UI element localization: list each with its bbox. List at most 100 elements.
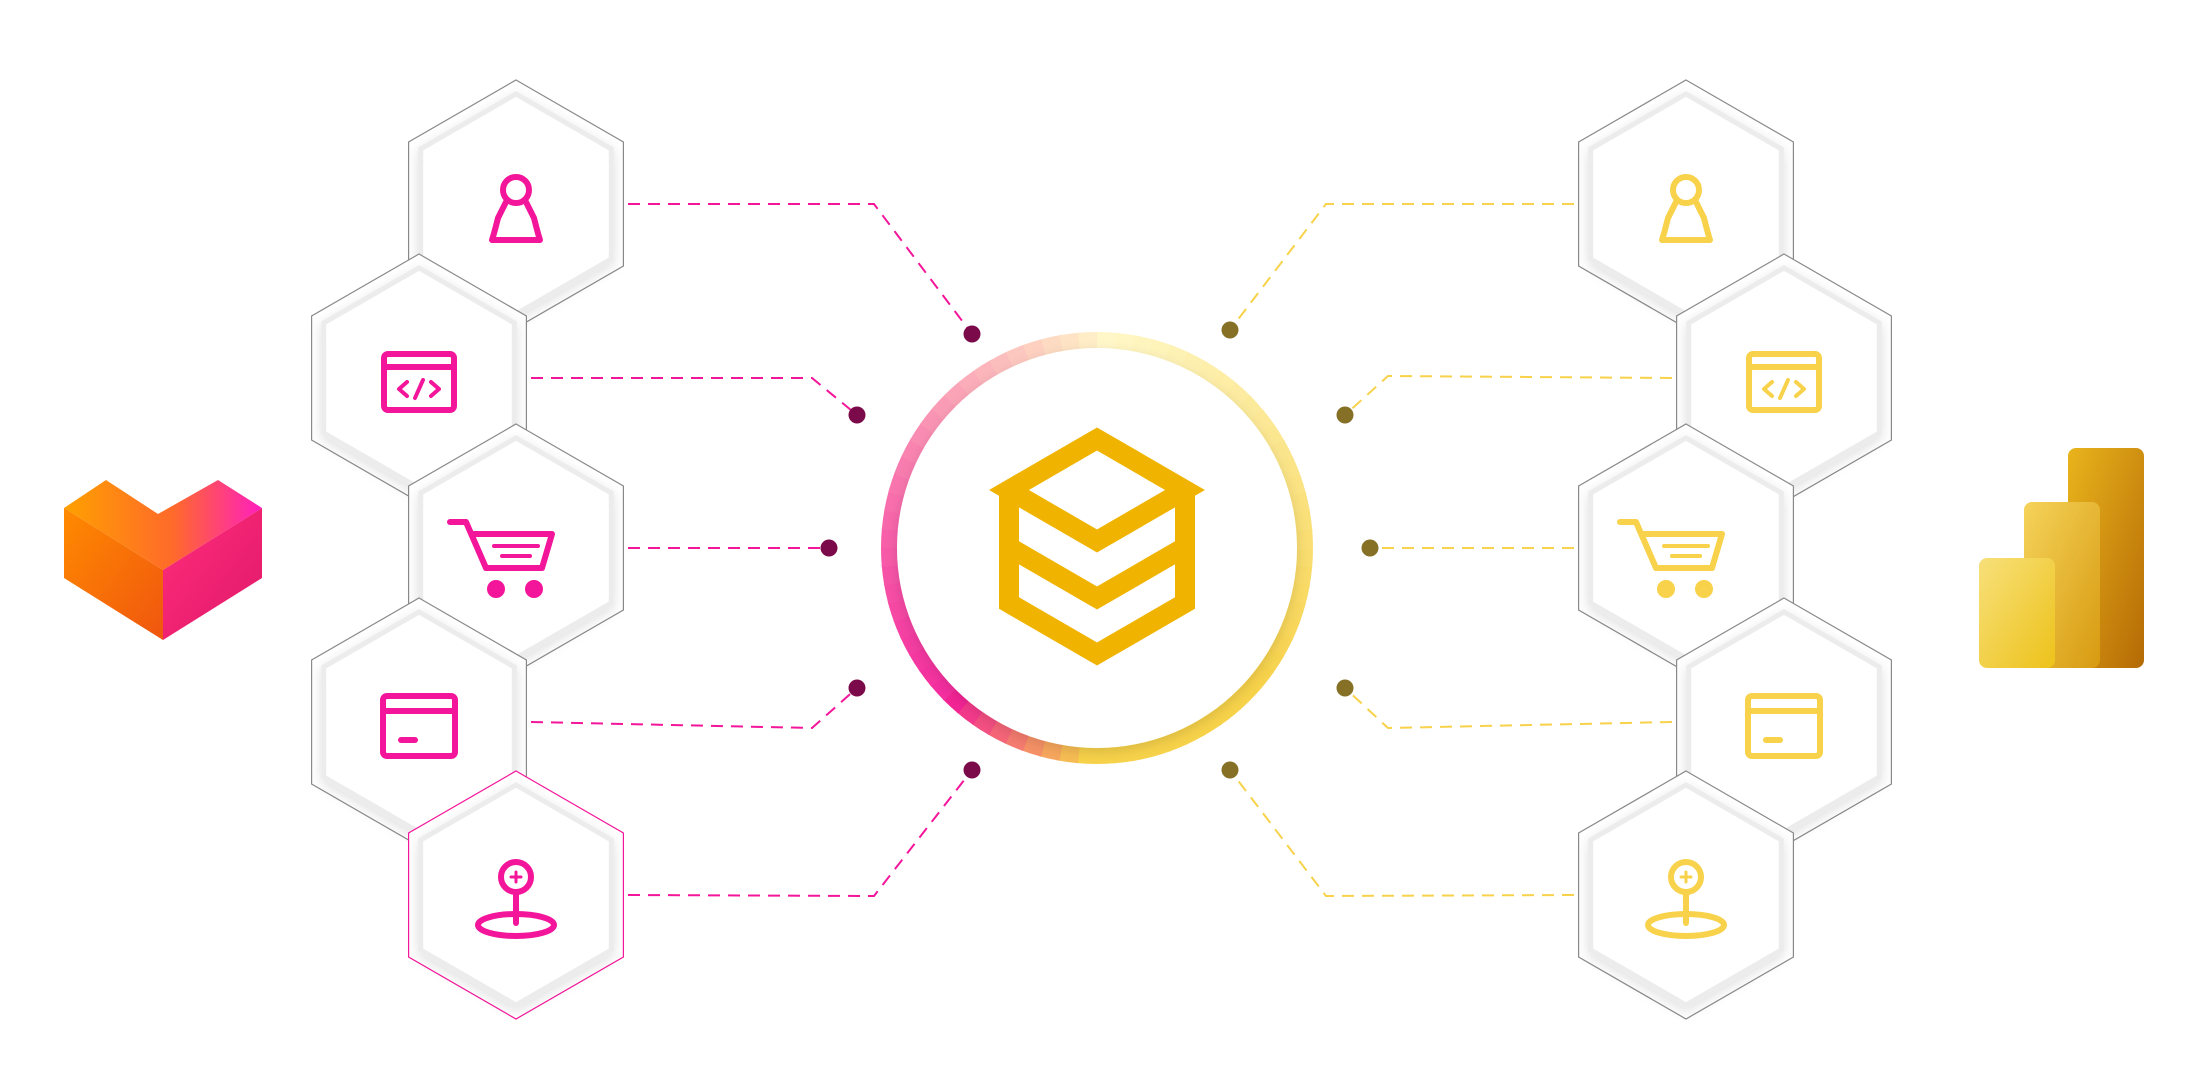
right-connector-1 [1221,203,1574,339]
left-node-2 [311,253,528,503]
right-connector-dot [1336,406,1354,424]
left-connector-line [628,203,973,335]
hub-ring-segment [971,708,999,736]
hub-ring-segment [1039,738,1063,761]
right-connector-4 [1336,679,1673,730]
hub-ring-segment [1257,646,1285,674]
connector-lines [530,203,1673,898]
stacked-layers-icon [989,427,1205,666]
hub-ring-segment [1131,335,1155,358]
hub-ring-segment [1267,631,1293,658]
hub-ring-segment [881,508,903,531]
location-pin-icon [1645,859,1727,939]
payment-card-icon [380,693,458,759]
hub-ring-segment [888,472,912,497]
left-connector-2 [531,377,866,424]
hub-ring-segment [1288,492,1311,516]
left-connector-line [530,687,858,730]
hub-ring-segment [1094,745,1116,764]
hub-ring-segment [1283,474,1307,499]
hub-ring-segment [1021,733,1046,757]
hub-ring-segment [1164,345,1191,370]
hub-ring-segment [1162,727,1189,752]
left-connector-line [627,769,973,898]
center-hub [881,332,1313,764]
code-window-icon [1746,351,1822,413]
hub-ring-segment [1148,339,1173,363]
right-node-4 [1675,597,1893,847]
right-connector-dot [1361,539,1379,557]
left-node-1 [408,79,625,329]
hub-ring-segment [909,422,937,450]
hub-ring-segment [1276,456,1301,483]
hub-ring-segment [1180,352,1207,378]
hub-ring-segment [1294,529,1313,551]
left-connector-dot [820,539,838,557]
right-connector-dot [1336,679,1354,697]
right-node-3 [1577,423,1795,673]
hub-ring-segment [1146,734,1171,758]
hub-ring-segment [1291,510,1313,533]
hub-ring-segment [883,580,906,604]
hub-ring-segment [1078,332,1100,351]
person-icon [1659,174,1713,243]
hub-ring-segment [1195,360,1223,388]
hub-ring-segment [1057,742,1080,764]
right-connector-2 [1336,374,1673,424]
hub-ring-segment [901,438,927,465]
hub-ring-segment [1294,547,1313,569]
hub-ring-segment [893,613,918,640]
hub-gradient-ring [881,332,1313,764]
right-connector-5 [1221,761,1575,898]
hub-ring-segment [1275,615,1300,642]
hub-ring-segment [1282,599,1306,624]
left-connector-5 [627,761,981,898]
right-connector-line [1344,374,1673,416]
right-node-1 [1577,79,1795,329]
hub-ring-segment [973,359,1000,386]
hub-ring-segment [1178,719,1205,745]
left-node-3 [408,423,625,673]
hub-ring-segment [1096,332,1118,351]
hub-ring-segment [1259,424,1286,451]
hub-ring-segment [1268,440,1294,467]
payment-card-icon [1745,693,1823,759]
left-connector-line [531,377,858,416]
left-connector-dot [848,679,866,697]
left-connector-dot [963,761,981,779]
left-node-5 [408,770,625,1020]
location-pin-icon [475,859,557,939]
hub-ring-segment [1287,582,1310,606]
hub-ring-segment [908,645,935,672]
right-connector-dot [1221,761,1239,779]
shopping-cart-icon [1617,519,1725,598]
gold-bar-chart-logo-icon [1979,448,2144,668]
hub-ring-segment [881,527,900,549]
hub-ring-segment [1194,710,1221,737]
right-connector-line [1229,769,1575,898]
hub-ring-segment [1112,742,1135,764]
right-node-5 [1577,770,1795,1020]
left-node-column [311,79,625,1020]
hub-ring-segment [887,597,911,622]
hub-ring-segment [1041,334,1065,357]
hub-ring-segment [1129,739,1153,762]
hub-ring-segment [881,545,900,567]
hub-ring-segment [894,454,919,481]
left-node-4 [311,597,528,847]
gradient-heart-box-logo-icon [64,480,262,640]
hub-ring-segment [987,718,1014,744]
hub-ring-segment [1114,332,1137,354]
hub-ring-segment [881,563,903,586]
hub-ring-segment [1005,344,1032,369]
hub-ring-segment [1003,726,1030,751]
left-connector-4 [530,679,866,730]
shopping-cart-icon [447,519,555,598]
left-connector-dot [848,406,866,424]
hub-ring-segment [900,629,926,656]
hub-ring-segment [884,490,907,514]
right-node-column [1577,79,1893,1020]
hub-ring-segment [1291,565,1313,588]
left-connector-1 [628,203,981,343]
hub-ring-segment [1076,745,1098,764]
